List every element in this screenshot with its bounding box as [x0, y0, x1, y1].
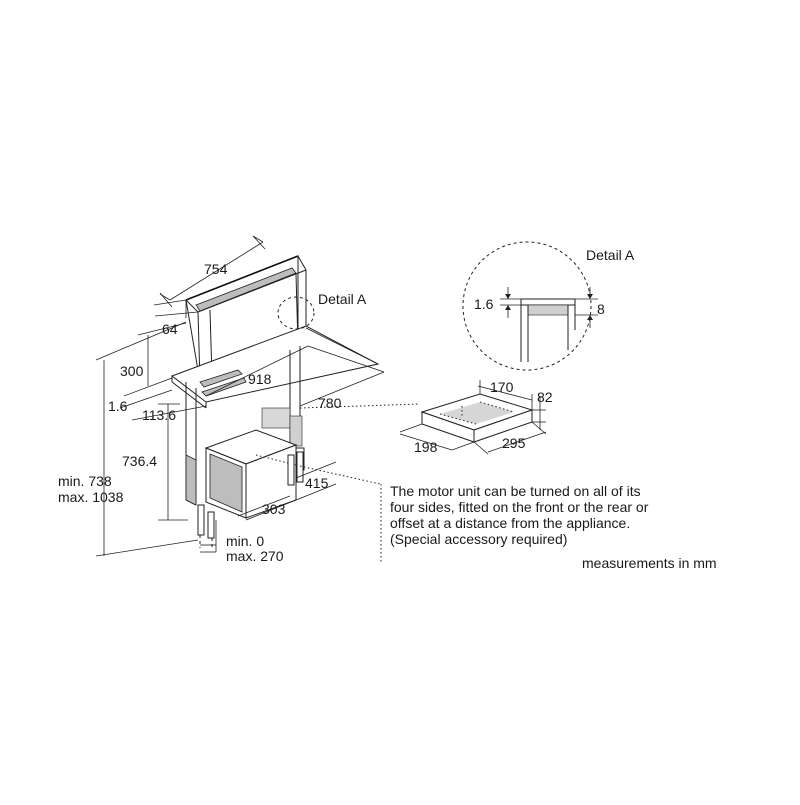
- detail-a-label: Detail A: [318, 291, 367, 307]
- detail-a-circle: [462, 241, 592, 371]
- dim-736-4: 736.4: [122, 453, 157, 469]
- dimension-labels: 754 64 300 1.6 113.6 918 780 736.4 min. …: [58, 261, 367, 564]
- detail-a-inset-label: Detail A: [586, 247, 635, 263]
- motor-note-line-2: four sides, fitted on the front or the r…: [390, 499, 649, 515]
- leader-lines: [299, 403, 421, 562]
- dim-min-0: min. 0: [226, 533, 264, 549]
- dim-780: 780: [318, 395, 342, 411]
- dim-max-270: max. 270: [226, 548, 284, 564]
- dim-64: 64: [162, 321, 178, 337]
- detail-dim-1-6: 1.6: [474, 296, 494, 312]
- feet: [197, 451, 304, 550]
- dim-303: 303: [262, 501, 286, 517]
- dimension-lines: [95, 235, 385, 557]
- motor-note-line-4: (Special accessory required): [390, 531, 567, 547]
- box-dim-198: 198: [414, 439, 438, 455]
- box-dim-295: 295: [502, 435, 526, 451]
- motor-unit: [204, 429, 305, 519]
- detail-a-inset: 1.6 8 Detail A: [462, 241, 635, 371]
- dim-754: 754: [204, 261, 228, 277]
- box-dim-82: 82: [537, 389, 553, 405]
- dim-415: 415: [305, 475, 329, 491]
- motor-note-line-3: offset at a distance from the appliance.: [390, 515, 630, 531]
- box-dim-170: 170: [490, 379, 514, 395]
- dim-total-max: max. 1038: [58, 489, 124, 505]
- motor-note-line-1: The motor unit can be turned on all of i…: [390, 483, 641, 499]
- units-note: measurements in mm: [582, 555, 717, 571]
- detail-a-marker: [277, 296, 315, 330]
- motor-note: The motor unit can be turned on all of i…: [390, 483, 649, 547]
- appliance-drawing: [170, 255, 380, 550]
- dim-300: 300: [120, 363, 144, 379]
- detail-dim-8: 8: [597, 301, 605, 317]
- dim-113-6: 113.6: [142, 407, 176, 423]
- dim-total-min: min. 738: [58, 473, 112, 489]
- accessory-box: 170 82 198 295: [399, 379, 553, 455]
- dim-918: 918: [248, 371, 272, 387]
- dim-1-6: 1.6: [108, 398, 128, 414]
